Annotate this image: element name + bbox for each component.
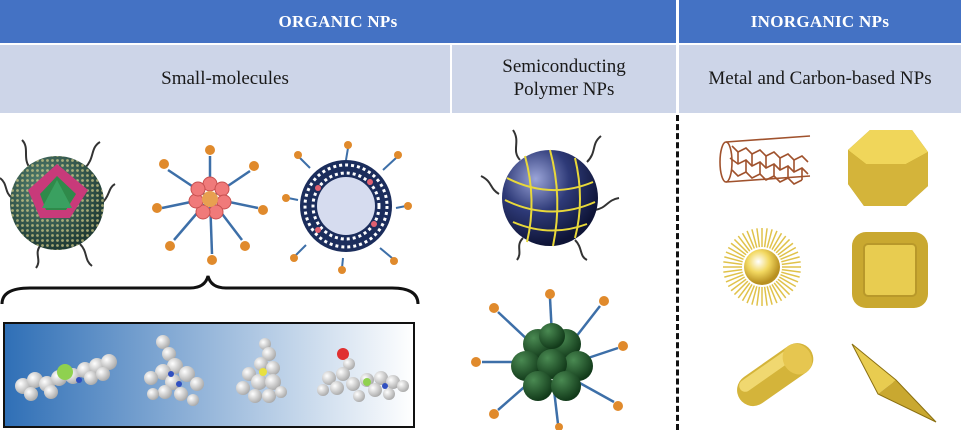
gold-hexagon-icon [846, 128, 930, 208]
small-molecules-subheader: Small-molecules [0, 45, 450, 113]
nanostar-ray [782, 270, 801, 272]
semiconducting-subheader: Semiconducting Polymer NPs [452, 45, 676, 113]
gold-nanocube-icon [850, 230, 930, 310]
polymer-cluster-icon [468, 286, 634, 430]
molecules-panel [3, 322, 415, 428]
carbon-nanotube-icon [718, 134, 818, 190]
liposome-icon [288, 140, 408, 270]
nanostar-ray [723, 270, 742, 272]
gold-bipyramid-icon [848, 340, 938, 424]
nanostar-ray [757, 228, 759, 247]
semiconducting-label-line1: Semiconducting [502, 56, 625, 79]
nanostar-ray [765, 287, 767, 306]
nanostar-ray [757, 287, 759, 306]
section-divider [676, 115, 679, 430]
star-micelle-icon [150, 136, 270, 266]
inorganic-header: INORGANIC NPs [679, 0, 961, 43]
small-molecules-label: Small-molecules [161, 68, 289, 91]
organic-header-label: ORGANIC NPs [279, 12, 398, 32]
gold-nanostar-icon [721, 226, 803, 308]
inorganic-header-label: INORGANIC NPs [751, 12, 890, 32]
metal-carbon-label: Metal and Carbon-based NPs [708, 68, 931, 91]
nanostar-ray [782, 262, 801, 264]
organic-header: ORGANIC NPs [0, 0, 676, 43]
metal-carbon-subheader: Metal and Carbon-based NPs [679, 45, 961, 113]
semiconducting-label-line2: Polymer NPs [514, 79, 615, 102]
micelle-core-shell-icon [0, 128, 115, 268]
nanostar-ray [765, 228, 767, 247]
bracket-icon [0, 276, 420, 306]
polymer-dot-sphere-icon [475, 130, 620, 260]
nanostar-ray [723, 262, 742, 264]
gold-nanorod-icon [728, 332, 824, 416]
